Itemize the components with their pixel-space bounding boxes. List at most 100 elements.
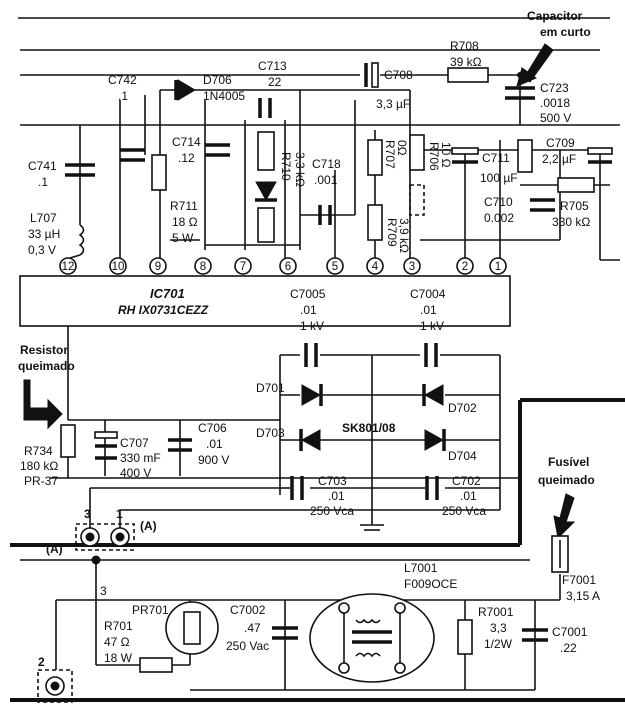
svg-text:R706: R706 (427, 142, 441, 171)
resistor-r708: R708 39 kΩ (447, 39, 489, 83)
svg-text:C711: C711 (482, 151, 510, 165)
ic701: IC701 RH IX0731CEZZ (19, 275, 511, 327)
ic-ref: IC701 (150, 286, 185, 301)
svg-text:.1: .1 (38, 175, 48, 189)
svg-text:C708: C708 (384, 68, 413, 82)
resistor-rx (517, 139, 533, 173)
thick-traces (10, 398, 625, 702)
pin-10: 10 (109, 257, 127, 275)
svg-text:queimado: queimado (538, 473, 595, 487)
resistor-r705: R705 330 kΩ (552, 177, 595, 229)
svg-text:.12: .12 (178, 151, 195, 165)
resistor-r707: R707 0Ω (367, 139, 409, 176)
svg-text:F7001: F7001 (562, 573, 596, 587)
pin-label: 4 (372, 261, 379, 273)
pin-label: 10 (112, 261, 125, 273)
arrow-icon (553, 493, 576, 540)
svg-text:C7004: C7004 (410, 287, 446, 301)
svg-text:.01: .01 (300, 303, 317, 317)
svg-text:C709: C709 (546, 136, 575, 150)
svg-text:R708: R708 (450, 39, 479, 53)
svg-text:.01: .01 (420, 303, 437, 317)
pin-label: 1 (495, 261, 501, 273)
svg-text:L707: L707 (30, 211, 57, 225)
pin-5: 5 (326, 257, 344, 275)
svg-text:R709: R709 (385, 218, 399, 247)
capacitor-c711: C711 100 µF (451, 147, 518, 185)
pin-4: 4 (366, 257, 384, 275)
svg-text:2,2 µF: 2,2 µF (542, 152, 576, 166)
svg-text:3,9 kΩ: 3,9 kΩ (397, 218, 411, 253)
svg-text:C723: C723 (540, 81, 569, 95)
svg-text:queimado: queimado (18, 359, 75, 373)
svg-text:D703: D703 (256, 426, 285, 440)
capacitor-c703: C703 .01 250 Vca (290, 474, 354, 518)
svg-text:.01: .01 (206, 437, 223, 451)
svg-text:3: 3 (84, 507, 91, 521)
svg-text:C713: C713 (258, 59, 287, 73)
svg-text:100 µF: 100 µF (480, 171, 518, 185)
connector-a: 3 1 (A) (A) (46, 507, 157, 556)
pin-7: 7 (234, 257, 252, 275)
resistor-r710: R710 3,3 kΩ (257, 131, 307, 187)
resistor-r709: R709 3,9 kΩ (367, 204, 411, 253)
svg-text:3,15 A: 3,15 A (566, 589, 600, 603)
capacitor-c7005: C7005 .01 1 kV (290, 287, 326, 367)
diode-d703: D703 (256, 426, 321, 451)
svg-text:PR-37: PR-37 (24, 474, 58, 488)
svg-text:180 kΩ: 180 kΩ (20, 459, 58, 473)
pin-label: 7 (240, 261, 246, 273)
svg-text:R734: R734 (24, 444, 53, 458)
svg-text:D701: D701 (256, 381, 285, 395)
pin-label: 6 (285, 261, 291, 273)
pin-label: 2 (462, 261, 468, 273)
svg-text:C742: C742 (108, 73, 137, 87)
svg-text:.0018: .0018 (540, 96, 570, 110)
resistor-r706: R706 10 Ω (409, 134, 453, 216)
svg-text:C706: C706 (198, 421, 227, 435)
capacitor-c709: C709 2,2 µF (542, 136, 613, 166)
capacitor-c741: C741 .1 (28, 159, 95, 189)
diode-d702: D702 (422, 384, 477, 415)
diode-d701: D701 (256, 381, 323, 406)
svg-text:C7001: C7001 (552, 625, 588, 639)
pin-12: 12 (59, 257, 77, 275)
svg-text:10 Ω: 10 Ω (439, 142, 453, 168)
capacitor-c7004: C7004 .01 1 kV (410, 287, 446, 367)
capacitor-c713: C713 22 (258, 59, 287, 118)
middle-wiring (20, 326, 530, 561)
svg-text:em curto: em curto (540, 25, 591, 39)
svg-text:2: 2 (38, 655, 45, 669)
svg-text:18 W: 18 W (104, 651, 133, 665)
svg-text:L7001: L7001 (404, 561, 438, 575)
svg-text:330 kΩ: 330 kΩ (552, 215, 590, 229)
svg-text:R707: R707 (383, 140, 397, 169)
svg-text:1 kV: 1 kV (300, 319, 324, 333)
svg-text:.01: .01 (328, 489, 345, 503)
resistor-burned-callout: Resistor queimado (18, 343, 75, 430)
pin-3-label: 3 (100, 584, 107, 598)
svg-text:.1: .1 (118, 89, 128, 103)
svg-text:F009OCE: F009OCE (404, 577, 457, 591)
svg-text:R710: R710 (279, 152, 293, 181)
svg-text:1 kV: 1 kV (420, 319, 444, 333)
pin-label: 8 (200, 261, 206, 273)
svg-text:250 Vac: 250 Vac (226, 639, 269, 653)
pin-1: 1 (489, 257, 507, 275)
svg-text:C741: C741 (28, 159, 57, 173)
pin-label: 3 (409, 261, 415, 273)
resistor-r701: R701 47 Ω 18 W (104, 619, 173, 673)
inductor-l707: L707 33 µH 0,3 V (28, 211, 85, 259)
thermistor-pr701: PR701 (132, 601, 219, 655)
svg-text:Fusível: Fusível (548, 455, 589, 469)
svg-text:3,3 kΩ: 3,3 kΩ (293, 152, 307, 187)
svg-text:C714: C714 (172, 135, 201, 149)
svg-text:Capacitor: Capacitor (527, 9, 583, 23)
svg-text:1: 1 (116, 507, 123, 521)
capacitor-c718: C718 .001 (312, 157, 341, 225)
svg-text:5 W: 5 W (172, 231, 194, 245)
svg-text:C703: C703 (318, 474, 347, 488)
pin-8: 8 (194, 257, 212, 275)
pin-2: 2 (456, 257, 474, 275)
ic-pin-row: 12 10 9 8 7 6 5 4 3 2 1 (59, 257, 507, 275)
